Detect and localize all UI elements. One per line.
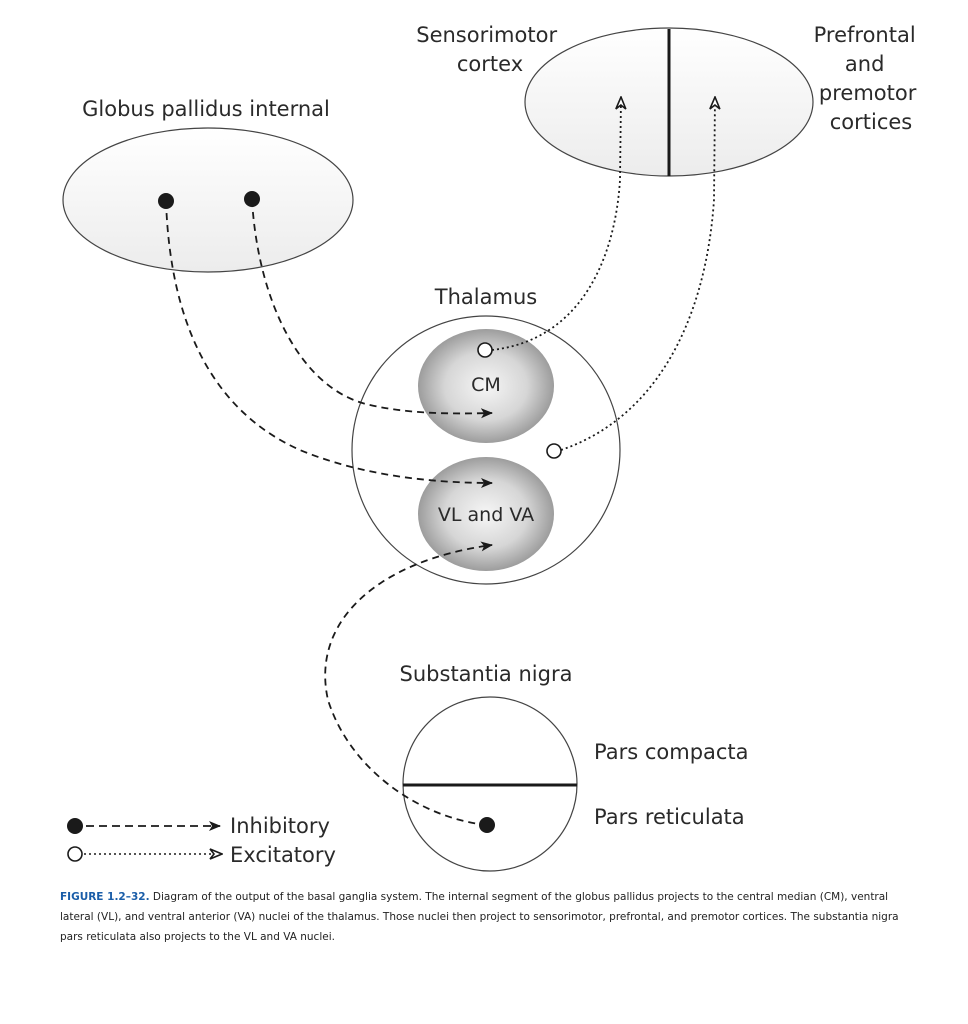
- thalamus-label: Thalamus: [434, 285, 537, 309]
- globus-pallidus-ellipse: [62, 127, 354, 273]
- vl-va-label: VL and VA: [438, 504, 534, 526]
- vl-va-nucleus: [418, 457, 554, 571]
- legend-inhibitory-label: Inhibitory: [230, 814, 330, 838]
- gpi-neuron-1: [158, 193, 174, 209]
- snr-neuron: [479, 817, 495, 833]
- caption-text: Diagram of the output of the basal gangl…: [60, 891, 899, 943]
- cm-label: CM: [471, 374, 501, 396]
- substantia-nigra-label: Substantia nigra: [400, 662, 573, 686]
- gpi-to-vl-va-pathway: [165, 200, 493, 488]
- figure-caption: FIGURE 1.2–32. Diagram of the output of …: [60, 887, 922, 947]
- figure-number: FIGURE 1.2–32.: [60, 891, 150, 903]
- legend-excitatory-label: Excitatory: [230, 843, 336, 867]
- globus-pallidus-label: Globus pallidus internal: [82, 97, 330, 121]
- gpi-neuron-2: [244, 191, 260, 207]
- pars-reticulata-label: Pars reticulata: [594, 805, 745, 829]
- gpi-to-cm-pathway: [251, 199, 493, 419]
- vl-va-excitatory-neuron: [546, 443, 562, 459]
- cm-excitatory-neuron: [477, 342, 493, 358]
- legend-inhibitory-dot: [67, 818, 83, 834]
- pars-compacta-label: Pars compacta: [594, 740, 749, 764]
- sensorimotor-label: Sensorimotor cortex: [416, 23, 564, 76]
- basal-ganglia-diagram: Globus pallidus internal Sensorimotor co…: [62, 23, 923, 872]
- legend: Inhibitory Excitatory: [67, 814, 336, 867]
- cm-nucleus: [418, 329, 554, 443]
- snr-to-vl-va-pathway: [324, 541, 493, 826]
- legend-excitatory-dot: [67, 846, 83, 862]
- prefrontal-label: Prefrontal and premotor cortices: [814, 23, 923, 134]
